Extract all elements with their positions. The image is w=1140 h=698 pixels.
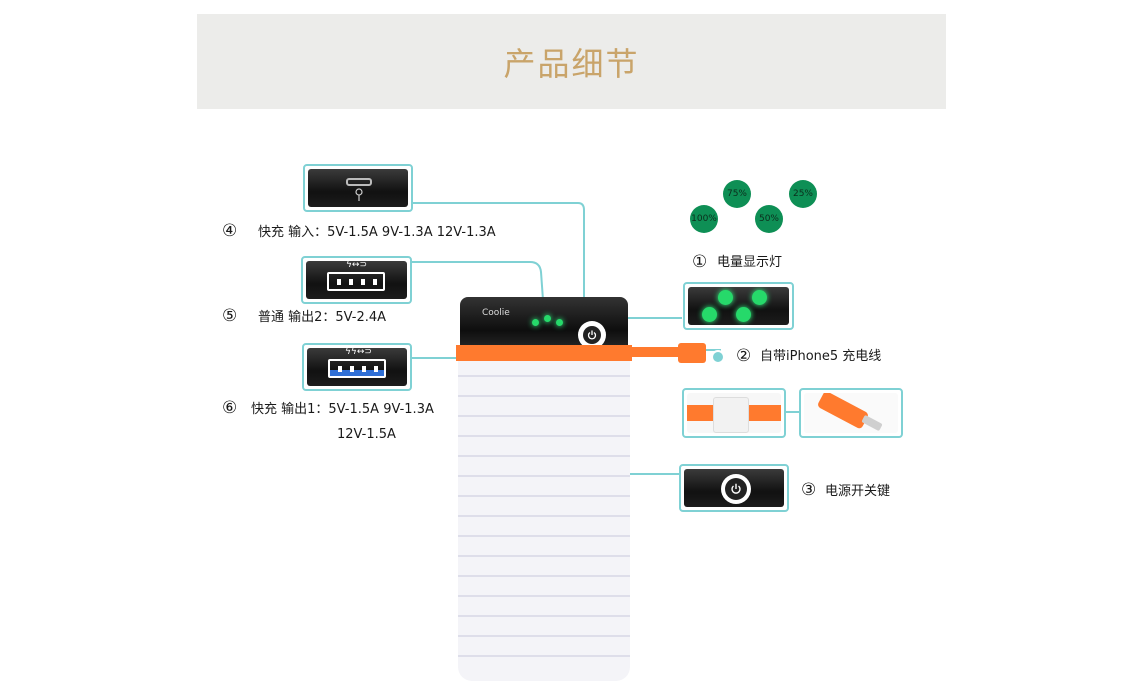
- charging-cable-band: [456, 345, 632, 361]
- fast-usb-thumbnail: ϟϟ↔⊃: [302, 343, 412, 391]
- callout-2-text: 自带iPhone5 充电线: [760, 349, 882, 364]
- led-dot: [718, 290, 733, 305]
- header-band: 产品细节: [197, 14, 946, 109]
- power-button[interactable]: [578, 321, 606, 349]
- lightning-connector-thumbnail: [799, 388, 903, 438]
- micro-usb-port: [346, 178, 372, 186]
- callout-6-number: ⑥: [222, 398, 238, 418]
- usb-symbol-icon: ϟ↔⊃: [346, 261, 368, 270]
- battery-level-50: 50%: [755, 205, 783, 233]
- normal-usb-thumbnail: ϟ↔⊃: [301, 256, 412, 304]
- callout-3-number: ③: [801, 480, 817, 500]
- power-button[interactable]: [721, 474, 751, 504]
- cable-plug-thumbnail: [682, 388, 786, 438]
- battery-level-75: 75%: [723, 180, 751, 208]
- power-switch-thumbnail: [679, 464, 789, 512]
- usb-port: [327, 272, 385, 291]
- callout-1-number: ①: [692, 252, 708, 272]
- callout-2-number: ②: [736, 346, 752, 366]
- led-dot: [736, 307, 751, 322]
- led-dot: [702, 307, 717, 322]
- led-thumbnail: [683, 282, 794, 330]
- battery-level-100: 100%: [690, 205, 718, 233]
- callout-6-text-line2: 12V-1.5A: [337, 427, 396, 442]
- usb-port: [328, 359, 386, 378]
- led-dot: [752, 290, 767, 305]
- brand-logo: Coolie: [482, 308, 510, 318]
- fast-charge-icon: ϟϟ↔⊃: [345, 348, 372, 357]
- led-dot: [532, 319, 539, 326]
- led-dot: [556, 319, 563, 326]
- callout-3-text: 电源开关键: [825, 484, 891, 499]
- led-dot: [544, 315, 551, 322]
- callout-1-text: 电量显示灯: [717, 255, 783, 270]
- cable-extension: [632, 347, 680, 357]
- callout-4-number: ④: [222, 221, 238, 241]
- callout-6-text: 快充 输出1：5V-1.5A 9V-1.3A: [251, 402, 434, 417]
- input-icon: [355, 188, 363, 201]
- power-bank-top-panel: Coolie: [460, 297, 628, 349]
- callout-5-number: ⑤: [222, 306, 238, 326]
- power-icon: [731, 483, 741, 494]
- callout-4-text: 快充 输入：5V-1.5A 9V-1.3A 12V-1.3A: [258, 225, 496, 240]
- power-bank-shell: [458, 361, 630, 681]
- callout-5-text: 普通 输出2：5V-2.4A: [258, 310, 387, 325]
- power-icon: [587, 330, 597, 340]
- page-title: 产品细节: [503, 44, 640, 83]
- battery-level-25: 25%: [789, 180, 817, 208]
- power-bank: Coolie: [456, 297, 632, 681]
- micro-usb-thumbnail: [303, 164, 413, 212]
- cable-plug: [678, 343, 706, 363]
